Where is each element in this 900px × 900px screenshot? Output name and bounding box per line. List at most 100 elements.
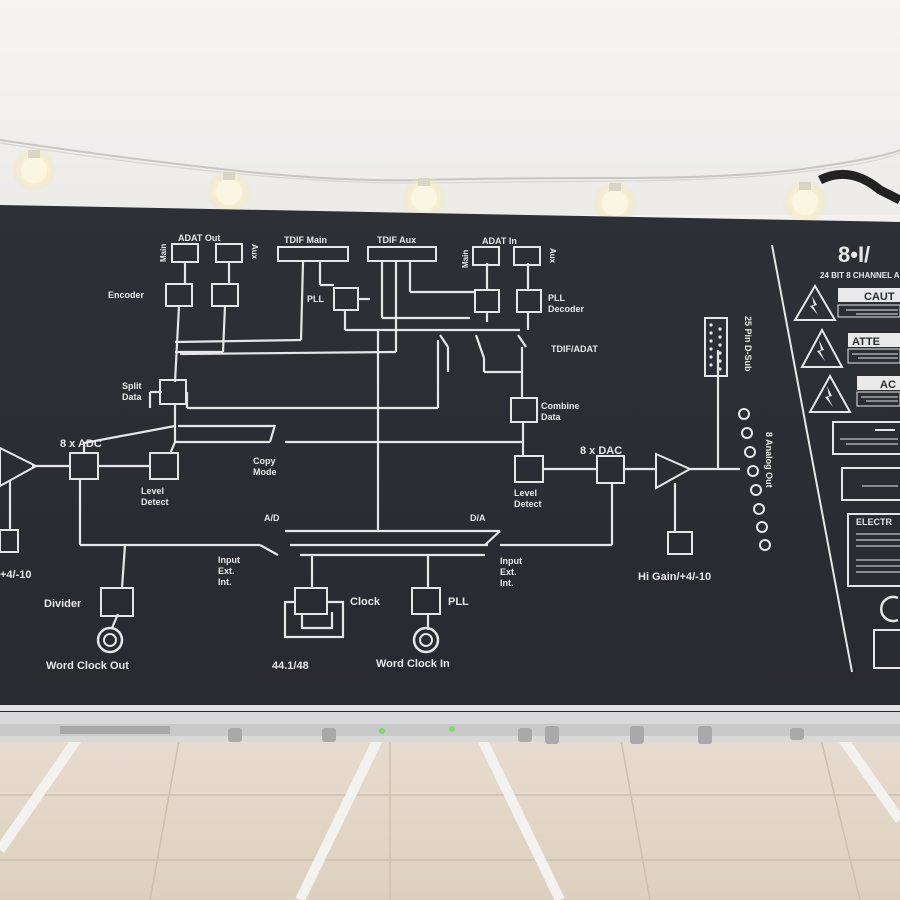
adat-out-label: ADAT Out	[178, 233, 220, 243]
dac-block	[596, 455, 625, 484]
pll-bottom-label: PLL	[448, 596, 469, 608]
stand-legs	[0, 732, 900, 900]
notice-title: ELECTR	[856, 517, 893, 527]
adat-in-label: ADAT In	[482, 236, 517, 246]
pll-block	[411, 587, 441, 615]
split-data-block	[159, 379, 187, 405]
svg-text:Combine: Combine	[541, 401, 580, 411]
adc-block	[69, 452, 99, 480]
tdif-main-label: TDIF Main	[284, 235, 327, 245]
lightning-icon	[825, 386, 833, 407]
panel-face	[0, 205, 900, 712]
dac-label: 8 x DAC	[580, 445, 622, 457]
tdif-aux-label: TDIF Aux	[377, 235, 416, 245]
led-indicators	[379, 726, 455, 734]
svg-text:D/A: D/A	[470, 513, 486, 523]
svg-text:Level: Level	[141, 486, 164, 496]
svg-text:Mode: Mode	[253, 467, 277, 477]
gain-switch-block	[0, 529, 19, 553]
signal-blocks	[0, 243, 693, 617]
svg-text:PLL: PLL	[548, 293, 566, 303]
dsub-label: 25 Pin D-Sub	[743, 316, 753, 372]
warning-triangle-icon	[800, 327, 844, 368]
light-bulb-icon	[12, 148, 56, 192]
pll-block	[333, 287, 359, 311]
pll-decoder-block	[516, 289, 542, 313]
svg-text:CAUT: CAUT	[864, 291, 895, 303]
panel-divider	[771, 244, 853, 673]
word-clock-in-label: Word Clock In	[376, 658, 450, 670]
gain-right-label: Hi Gain/+4/-10	[638, 571, 711, 583]
level-detect-block	[149, 452, 179, 480]
svg-text:Decoder: Decoder	[548, 304, 585, 314]
combine-data-block	[510, 397, 538, 423]
svg-text:Level: Level	[514, 488, 537, 498]
analog-out-label: 8 Analog Out	[764, 432, 774, 488]
word-clock-in-connector-icon	[412, 626, 440, 654]
level-detect-block	[514, 455, 544, 483]
gain-switch-block	[667, 531, 693, 555]
adc-label: 8 x ADC	[60, 438, 102, 450]
lightning-icon	[817, 340, 825, 361]
svg-text:A/D: A/D	[264, 513, 280, 523]
svg-text:Copy: Copy	[253, 456, 276, 466]
warning-1: CAUT	[793, 284, 900, 321]
word-clock-out-connector-icon	[96, 626, 124, 654]
lightning-icon	[810, 296, 818, 315]
adat-in-aux-port	[513, 246, 541, 266]
svg-text:Aux: Aux	[548, 248, 557, 264]
svg-text:AC: AC	[880, 379, 896, 391]
svg-text:Detect: Detect	[514, 499, 542, 509]
warning-triangle-icon	[808, 373, 852, 413]
light-bulb-icon	[402, 176, 446, 220]
input-amp-icon	[0, 446, 39, 488]
gain-left-label: +4/-10	[0, 569, 32, 581]
rate-label: 44.1/48	[272, 660, 309, 672]
svg-text:Detect: Detect	[141, 497, 169, 507]
brand-logo: 8•I/	[838, 242, 870, 267]
tdif-main-port	[277, 246, 349, 262]
word-clock-out-label: Word Clock Out	[46, 660, 129, 672]
light-bulb-icon	[783, 180, 827, 224]
adat-in-main-port	[472, 246, 500, 266]
svg-text:Main: Main	[159, 244, 168, 262]
svg-text:Data: Data	[541, 412, 562, 422]
svg-text:Int.: Int.	[218, 577, 232, 587]
tdif-adat-label: TDIF/ADAT	[551, 344, 598, 354]
svg-text:Int.: Int.	[500, 578, 514, 588]
svg-text:Main: Main	[461, 250, 470, 268]
output-amp-icon	[655, 452, 693, 490]
pll-label: PLL	[307, 294, 325, 304]
signal-wires	[8, 261, 740, 639]
adat-out-main-port	[171, 243, 199, 263]
clock-label: Clock	[350, 596, 381, 608]
diagram-labels: ADAT Out Main Aux TDIF Main TDIF Aux ADA…	[0, 233, 774, 672]
warning-triangle-icon	[793, 284, 837, 321]
svg-text:ATTE: ATTE	[852, 336, 880, 348]
light-bulb-icon	[207, 170, 251, 214]
tdif-aux-port	[367, 246, 437, 262]
warning-2: ATTE	[800, 327, 900, 368]
analog-out-jacks	[738, 408, 771, 551]
warning-3: AC	[808, 373, 900, 413]
light-bulb-icon	[593, 181, 637, 225]
front-controls	[60, 726, 804, 744]
encoder-label: Encoder	[108, 290, 145, 300]
brand-area: 8•I/ 24 BIT 8 CHANNEL A	[820, 242, 900, 280]
adat-out-aux-port	[215, 243, 243, 263]
divider-label: Divider	[44, 598, 82, 610]
floor-tiles	[0, 734, 900, 900]
encoder-block	[211, 283, 239, 307]
floor	[0, 735, 900, 900]
svg-text:Split: Split	[122, 381, 142, 391]
svg-text:Data: Data	[122, 392, 143, 402]
ce-mark-icon	[880, 595, 899, 623]
svg-text:Ext.: Ext.	[500, 567, 517, 577]
notice-boxes: ELECTR	[832, 421, 900, 669]
model-line: 24 BIT 8 CHANNEL A	[820, 271, 900, 280]
decoder-block	[474, 289, 500, 313]
svg-text:Input: Input	[500, 556, 522, 566]
divider-block	[100, 587, 134, 617]
